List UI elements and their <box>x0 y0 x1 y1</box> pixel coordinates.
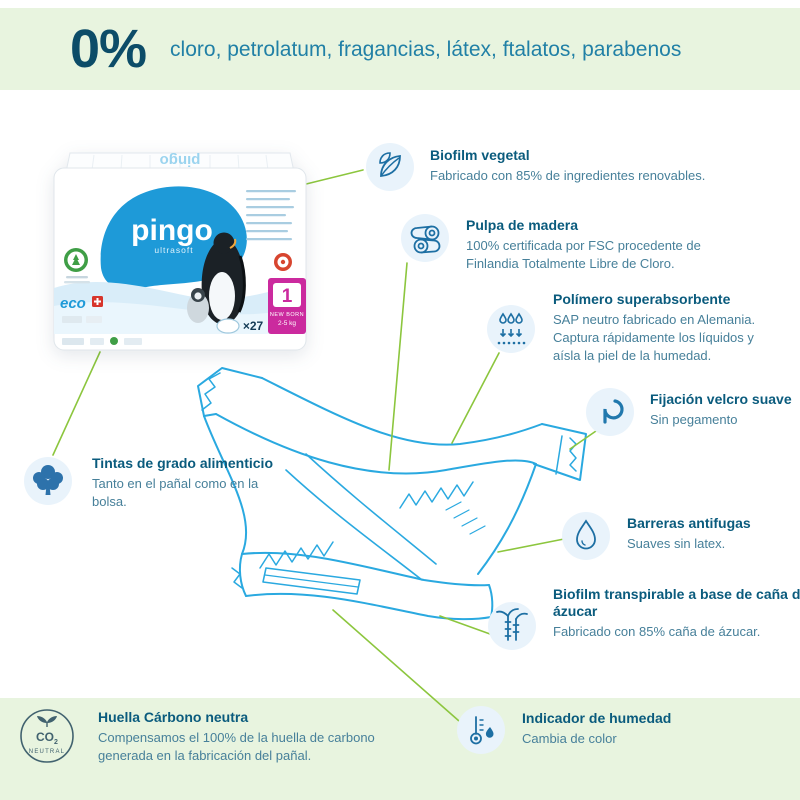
sugarcane-icon <box>488 602 536 650</box>
package-brand: pingo <box>131 214 213 247</box>
feature-biofilm-vegetal: Biofilm vegetal Fabricado con 85% de ing… <box>430 147 730 185</box>
diaper-left-side <box>203 415 248 555</box>
diaper-core-line-2 <box>285 469 423 581</box>
diaper-gather-hatching <box>445 501 486 535</box>
diaper-tape-line <box>264 574 359 588</box>
diaper-velcro-edge <box>555 435 563 475</box>
hook-icon <box>586 388 634 436</box>
diaper-front-left <box>238 553 247 597</box>
feature-title: Pulpa de madera <box>466 217 579 233</box>
diaper-tape-strip <box>262 567 361 595</box>
package-logo-small <box>86 316 102 323</box>
penguin-illustration <box>187 232 246 325</box>
feature-description: Compensamos el 100% de la huella de carb… <box>98 730 375 764</box>
feature-polimero: Polímero superabsorbente SAP neutro fabr… <box>553 291 781 366</box>
co2-neutral-icon: CO 2 NEUTRAL <box>18 707 76 765</box>
feature-description: Sin pegamento <box>650 412 738 428</box>
diaper-right-side <box>477 463 537 575</box>
banner-text: cloro, petrolatum, fragancias, látex, ft… <box>170 38 682 61</box>
package-brand-mirrored: pingo <box>160 152 201 169</box>
feature-description: 100% certificada por FSC procedente de F… <box>466 238 701 272</box>
co2-neutral-label: NEUTRAL <box>29 749 65 755</box>
banner-percent: 0% <box>70 19 147 79</box>
wood-logs-icon <box>401 214 449 262</box>
feature-title: Indicador de humedad <box>522 710 672 726</box>
package-size-label: NEW BORN <box>270 312 304 318</box>
swiss-cross-icon <box>92 296 103 307</box>
feature-huella-carbono: Huella Cárbono neutra Compensamos el 100… <box>98 709 410 765</box>
diaper-core-line-1 <box>305 453 437 565</box>
package-count: ×27 <box>243 319 264 333</box>
package-bottom-logos <box>62 337 142 345</box>
feature-title: Biofilm transpirable a base de caña de á… <box>553 586 800 620</box>
package-small-text <box>66 276 88 279</box>
tree-icon <box>24 457 72 505</box>
feature-description: Tanto en el pañal como en la bolsa. <box>92 476 259 510</box>
diaper-left-crumple <box>201 372 221 411</box>
diaper-left-ear-bottom <box>203 413 217 417</box>
feature-velcro: Fijación velcro suave Sin pegamento <box>650 391 800 429</box>
package-size-number: 1 <box>282 286 293 307</box>
feature-barreras: Barreras antifugas Suaves sin latex. <box>627 515 797 553</box>
feature-description: Suaves sin latex. <box>627 536 726 552</box>
package-image: pingo pingo ultrasoft <box>53 152 307 351</box>
feature-biofilm-cana: Biofilm transpirable a base de caña de á… <box>553 586 800 641</box>
diaper-velcro-zigzag <box>569 437 577 472</box>
diaper-ruffle-left <box>259 541 334 569</box>
package-eco-label: eco <box>60 295 86 312</box>
mini-diaper-icon <box>216 318 240 334</box>
package-snow-front <box>54 302 306 334</box>
feature-description: Fabricado con 85% de ingredientes renova… <box>430 168 706 184</box>
feature-humedad: Indicador de humedad Cambia de color <box>522 710 722 748</box>
product-package: pingo pingo ultrasoft <box>46 148 316 362</box>
absorb-drops-icon <box>487 305 535 353</box>
diaper-illustration <box>197 367 587 621</box>
co2-gas-label: CO <box>36 730 54 744</box>
leaf-icon <box>366 143 414 191</box>
feature-title: Barreras antifugas <box>627 515 751 531</box>
package-cert-badge <box>64 248 88 272</box>
feature-tintas: Tintas de grado alimenticio Tanto en el … <box>92 455 284 511</box>
diaper-front-bottom <box>245 592 492 621</box>
package-small-text <box>64 281 90 284</box>
feature-title: Fijación velcro suave <box>650 391 792 407</box>
diaper-left-ear <box>197 367 263 417</box>
feature-description: Cambia de color <box>522 731 617 747</box>
package-feature-text-lines <box>246 190 296 241</box>
feature-description: SAP neutro fabricado en Alemania. Captur… <box>553 312 756 364</box>
package-logo-small <box>62 316 82 323</box>
co2-sub-label: 2 <box>54 739 58 746</box>
package-size-weight: 2-5 kg <box>278 320 296 327</box>
top-banner: 0% cloro, petrolatum, fragancias, látex,… <box>0 8 800 90</box>
feature-title: Biofilm vegetal <box>430 147 530 163</box>
feature-title: Huella Cárbono neutra <box>98 709 249 725</box>
feature-title: Polímero superabsorbente <box>553 291 731 307</box>
package-subbrand: ultrasoft <box>154 245 193 255</box>
humidity-icon <box>457 706 505 754</box>
diaper-waist-bottom <box>215 413 537 475</box>
feature-description: Fabricado con 85% caña de ázucar. <box>553 624 761 640</box>
droplet-icon <box>562 512 610 560</box>
diaper-waist-top <box>261 377 543 446</box>
diaper-ruffle-right <box>399 481 474 509</box>
package-size-panel: 1 NEW BORN 2-5 kg <box>268 278 306 334</box>
line-tintas <box>52 351 101 456</box>
diaper-front-crumple <box>231 567 243 589</box>
feature-pulpa-madera: Pulpa de madera 100% certificada por FSC… <box>466 217 722 273</box>
package-red-seal <box>274 253 292 271</box>
feature-title: Tintas de grado alimenticio <box>92 455 274 471</box>
